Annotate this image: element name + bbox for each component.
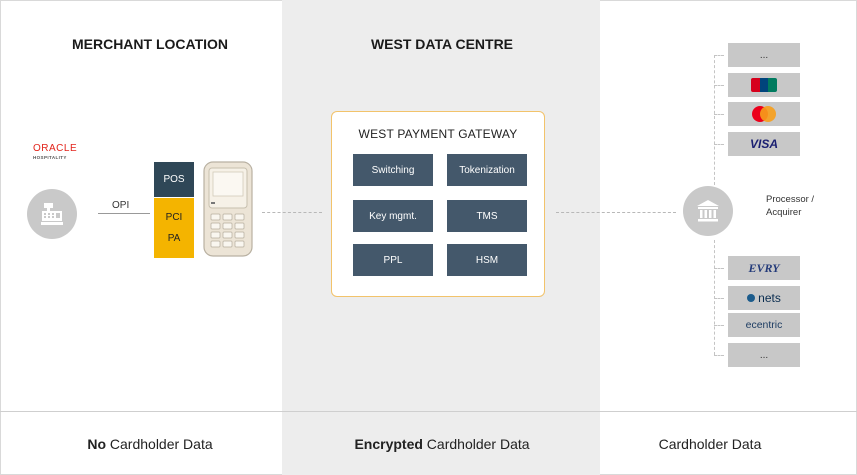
scheme-card-ecentric: ecentric bbox=[728, 313, 800, 337]
mastercard-logo bbox=[750, 106, 778, 122]
oracle-logo-sub: HOSPITALITY bbox=[33, 155, 67, 160]
evry-logo: EVRY bbox=[748, 260, 780, 275]
scheme-card-unionpay bbox=[728, 73, 800, 97]
oracle-hospitality-logo: ORACLE HOSPITALITY bbox=[33, 143, 95, 161]
tick bbox=[714, 144, 724, 145]
opi-label: OPI bbox=[112, 200, 130, 211]
scheme-tree-line-top bbox=[714, 55, 715, 185]
module-hsm: HSM bbox=[447, 244, 527, 276]
data-centre-title: WEST DATA CENTRE bbox=[370, 36, 514, 52]
footer-divider bbox=[0, 411, 857, 412]
cash-register-icon bbox=[27, 189, 77, 239]
unionpay-logo bbox=[751, 78, 777, 92]
ecentric-logo: ecentric bbox=[745, 319, 783, 331]
tick bbox=[714, 325, 724, 326]
pci-pa-block: PCI PA bbox=[154, 198, 194, 258]
tick bbox=[714, 114, 724, 115]
tick bbox=[714, 85, 724, 86]
pa-label: PA bbox=[167, 233, 181, 244]
bank-icon bbox=[683, 186, 733, 236]
module-ppl: PPL bbox=[353, 244, 433, 276]
tick bbox=[714, 298, 724, 299]
tick bbox=[714, 55, 724, 56]
module-tokenization: Tokenization bbox=[447, 154, 527, 186]
pos-block: POS bbox=[154, 162, 194, 197]
visa-logo: VISA bbox=[749, 137, 778, 151]
gateway-title: WEST PAYMENT GATEWAY bbox=[358, 127, 518, 141]
gateway-to-acquirer-connector bbox=[556, 212, 676, 213]
scheme-card-more-top: ... bbox=[728, 43, 800, 67]
scheme-card-more-bottom: ... bbox=[728, 343, 800, 367]
tick bbox=[714, 355, 724, 356]
payment-terminal-icon bbox=[201, 160, 255, 258]
footer-no-cardholder-data: No Cardholder Data bbox=[87, 436, 213, 452]
opi-connection-line bbox=[98, 213, 150, 214]
scheme-card-evry: EVRY bbox=[728, 256, 800, 280]
footer-cardholder-data: Cardholder Data bbox=[658, 436, 762, 452]
module-tms: TMS bbox=[447, 200, 527, 232]
tick bbox=[714, 268, 724, 269]
footer-encrypted-cardholder-data: Encrypted Cardholder Data bbox=[354, 436, 530, 452]
pci-label: PCI bbox=[165, 212, 183, 223]
scheme-card-nets: nets bbox=[728, 286, 800, 310]
merchant-location-title: MERCHANT LOCATION bbox=[71, 36, 229, 52]
nets-logo: nets bbox=[747, 291, 781, 305]
module-key-management: Key mgmt. bbox=[353, 200, 433, 232]
west-payment-gateway: WEST PAYMENT GATEWAY Switching Tokenizat… bbox=[331, 111, 545, 297]
scheme-card-visa: VISA bbox=[728, 132, 800, 156]
module-switching: Switching bbox=[353, 154, 433, 186]
scheme-card-mastercard bbox=[728, 102, 800, 126]
scheme-tree-line-bottom bbox=[714, 240, 715, 355]
processor-acquirer-label: Processor / Acquirer bbox=[766, 194, 815, 218]
terminal-to-gateway-connector bbox=[262, 212, 322, 213]
oracle-logo-name: ORACLE bbox=[33, 143, 78, 154]
